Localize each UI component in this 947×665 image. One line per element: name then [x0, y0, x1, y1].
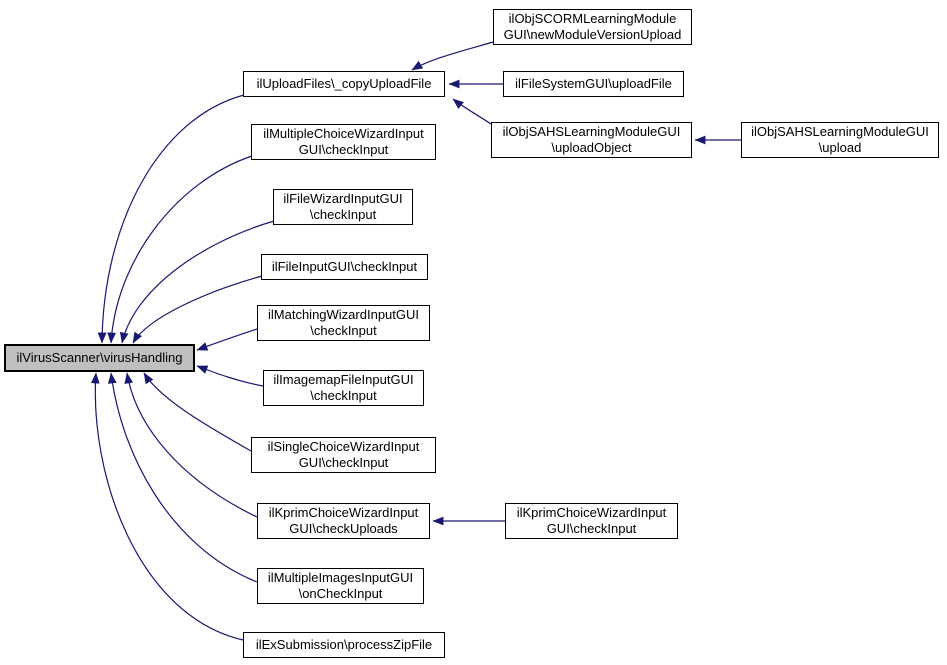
- node-label: GUI\checkInput: [546, 521, 637, 536]
- node-label: \onCheckInput: [298, 586, 383, 601]
- node-ilObjSAHSLearningModuleGUI-uploadObject[interactable]: ilObjSAHSLearningModuleGUI \uploadObject: [491, 122, 692, 158]
- node-label: ilFileInputGUI\checkInput: [271, 259, 418, 274]
- edge-newModuleVersionUpload-to-copyUploadFile: [411, 41, 494, 71]
- node-ilKprimChoiceWizardInputGUI-checkInput[interactable]: ilKprimChoiceWizardInput GUI\checkInput: [505, 503, 678, 539]
- edge-kprimCheckUploads-to-virusHandling: [124, 372, 258, 518]
- node-label: ilFileSystemGUI\uploadFile: [515, 76, 672, 91]
- node-label: ilImagemapFileInputGUI: [273, 372, 414, 387]
- edge-singleChoiceCheckInput-to-virusHandling: [143, 372, 252, 452]
- edge-fileInputCheckInput-to-virusHandling: [132, 275, 263, 344]
- node-ilObjSCORMLearningModuleGUI-newModuleVersionUpload[interactable]: ilObjSCORMLearningModule GUI\newModuleVe…: [493, 9, 692, 45]
- node-ilFileInputGUI-checkInput[interactable]: ilFileInputGUI\checkInput: [261, 254, 428, 280]
- node-label: ilExSubmission\processZipFile: [255, 637, 433, 652]
- node-label: \checkInput: [309, 207, 377, 222]
- node-label: \checkInput: [310, 388, 377, 403]
- node-ilImagemapFileInputGUI-checkInput[interactable]: ilImagemapFileInputGUI \checkInput: [263, 370, 424, 406]
- node-label: ilMultipleChoiceWizardInput: [263, 126, 424, 141]
- node-ilMatchingWizardInputGUI-checkInput[interactable]: ilMatchingWizardInputGUI \checkInput: [257, 305, 430, 341]
- node-ilExSubmission-processZipFile[interactable]: ilExSubmission\processZipFile: [243, 632, 445, 658]
- edge-imagemapCheckInput-to-virusHandling: [196, 365, 264, 387]
- node-ilVirusScanner-virusHandling: ilVirusScanner\virusHandling: [4, 344, 195, 372]
- node-label: ilVirusScanner\virusHandling: [16, 350, 183, 365]
- node-ilObjSAHSLearningModuleGUI-upload[interactable]: ilObjSAHSLearningModuleGUI \upload: [741, 122, 939, 158]
- node-label: ilFileWizardInputGUI: [283, 191, 403, 206]
- edge-multipleImagesOnCheckInput-to-virusHandling: [107, 372, 258, 583]
- node-label: \checkInput: [310, 323, 377, 338]
- node-label: ilObjSCORMLearningModule: [508, 11, 677, 26]
- node-label: \upload: [818, 140, 862, 155]
- edge-multipleChoiceCheckInput-to-virusHandling: [107, 155, 253, 344]
- node-ilMultipleImagesInputGUI-onCheckInput[interactable]: ilMultipleImagesInputGUI \onCheckInput: [257, 568, 424, 604]
- node-label: ilMultipleImagesInputGUI: [267, 570, 414, 585]
- node-ilSingleChoiceWizardInputGUI-checkInput[interactable]: ilSingleChoiceWizardInput GUI\checkInput: [251, 437, 436, 473]
- node-label: GUI\checkInput: [298, 455, 389, 470]
- edge-processZipFile-to-virusHandling: [90, 372, 244, 641]
- node-ilKprimChoiceWizardInputGUI-checkUploads[interactable]: ilKprimChoiceWizardInput GUI\checkUpload…: [257, 503, 430, 539]
- node-label: \uploadObject: [551, 140, 632, 155]
- node-label: ilMatchingWizardInputGUI: [268, 307, 419, 322]
- node-ilFileWizardInputGUI-checkInput[interactable]: ilFileWizardInputGUI \checkInput: [273, 189, 413, 225]
- node-ilMultipleChoiceWizardInputGUI-checkInput[interactable]: ilMultipleChoiceWizardInput GUI\checkInp…: [251, 124, 436, 160]
- node-label: ilObjSAHSLearningModuleGUI: [751, 124, 929, 139]
- node-label: ilObjSAHSLearningModuleGUI: [502, 124, 681, 139]
- edge-fileWizardCheckInput-to-virusHandling: [119, 220, 275, 344]
- node-ilUploadFiles-copyUploadFile[interactable]: ilUploadFiles\_copyUploadFile: [243, 71, 445, 97]
- node-label: ilUploadFiles\_copyUploadFile: [256, 76, 432, 91]
- edge-uploadObject-to-copyUploadFile: [452, 98, 492, 125]
- node-label: ilKprimChoiceWizardInput: [516, 505, 667, 520]
- edge-matchingCheckInput-to-virusHandling: [196, 328, 258, 351]
- node-label: GUI\checkUploads: [289, 521, 398, 536]
- edge-copyUploadFile-to-virusHandling: [97, 94, 245, 344]
- node-label: GUI\checkInput: [298, 142, 389, 157]
- node-label: ilSingleChoiceWizardInput: [267, 439, 420, 454]
- node-ilFileSystemGUI-uploadFile[interactable]: ilFileSystemGUI\uploadFile: [503, 71, 684, 97]
- node-label: ilKprimChoiceWizardInput: [268, 505, 419, 520]
- node-label: GUI\newModuleVersionUpload: [503, 27, 682, 42]
